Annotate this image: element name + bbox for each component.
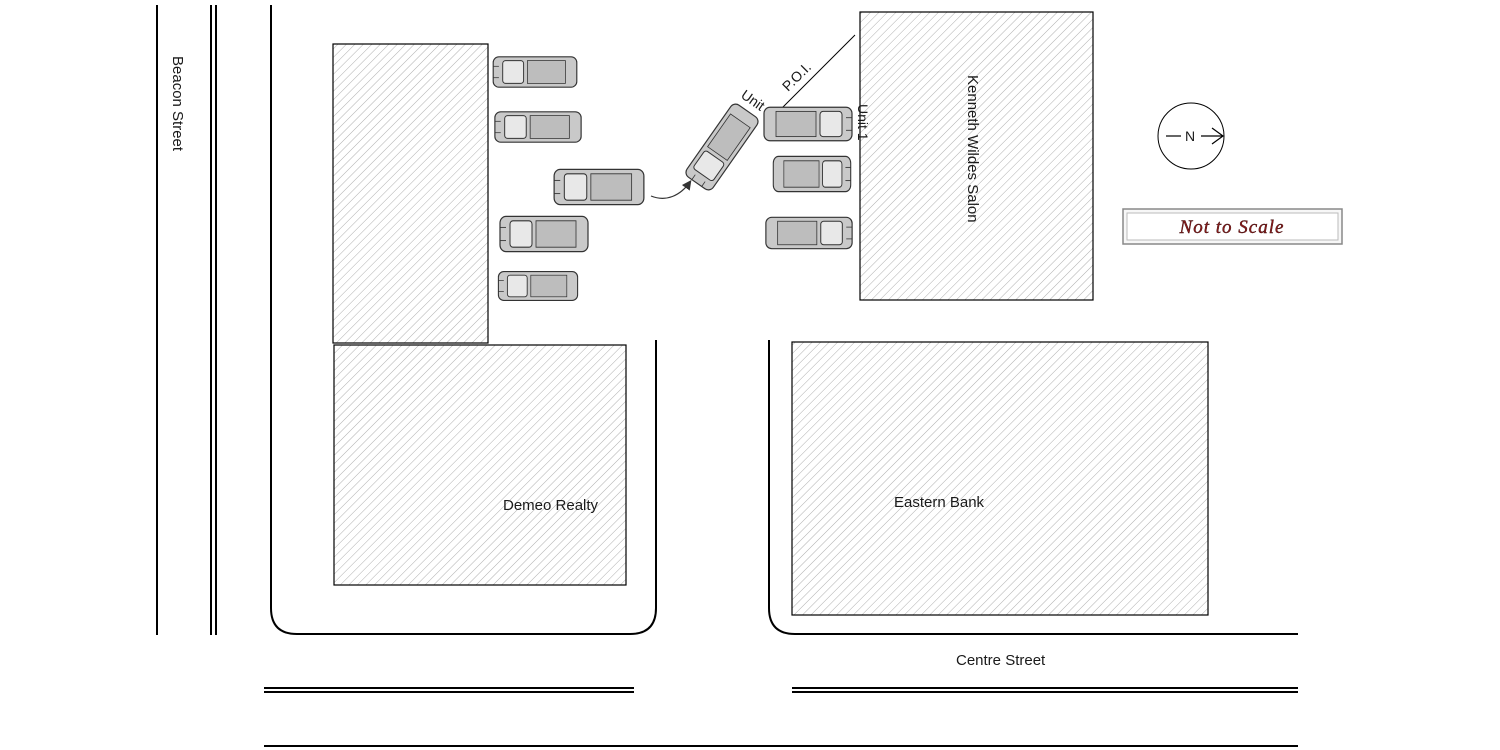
parked-car [492,56,578,88]
demeo-realty-building: Demeo Realty [333,344,627,586]
curb-lines [270,5,1298,635]
vehicle-start-position [553,168,645,206]
beacon-street-label: Beacon Street [169,56,186,152]
unit-1-label: Unit 1 [855,104,871,141]
kenneth-wildes-salon-building: Kenneth Wildes Salon [859,11,1094,301]
parked-car [772,155,852,193]
not-to-scale-label: Not to Scale [1179,217,1285,238]
unit-2-vehicle [683,101,761,193]
parked-car [765,216,853,250]
demeo-realty-label: Demeo Realty [503,497,599,514]
parked-car [499,215,589,253]
centre-street: Centre Street [264,652,1298,747]
beacon-street: Beacon Street [156,5,217,635]
poi-label: P.O.I. [779,59,814,94]
north-letter: N [1185,128,1195,144]
parked-car [497,271,579,301]
unit-1-vehicle [763,106,853,142]
parked-car [494,111,582,143]
salon-label: Kenneth Wildes Salon [964,75,981,223]
north-arrow-icon: N [1157,102,1225,170]
centre-street-label: Centre Street [956,652,1046,669]
vehicle-path-arrow [650,180,692,199]
eastern-bank-building: Eastern Bank [791,341,1209,616]
not-to-scale-badge: Not to Scale [1122,208,1343,245]
parked-cars-east [765,155,853,250]
eastern-bank-label: Eastern Bank [894,494,985,511]
building-northwest [332,43,489,344]
